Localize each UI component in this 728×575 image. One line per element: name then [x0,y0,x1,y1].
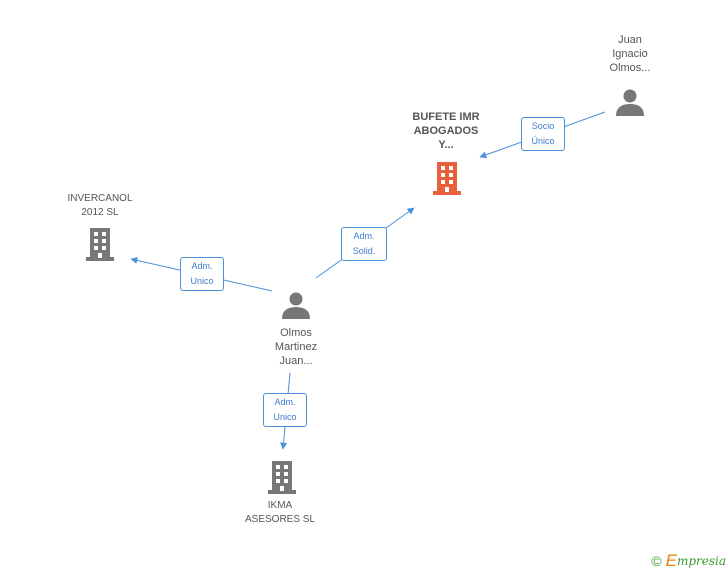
building-icon-ikma[interactable] [268,461,296,494]
brand-footer[interactable]: © E mpresia [651,551,726,571]
person-icon-juan-ignacio[interactable] [616,89,644,117]
edge-label-adm-unico-ikma: Adm. Unico [263,393,307,427]
edge-label-socio-unico: Socio Único [521,117,565,151]
empresia-logo-text: mpresia [676,554,726,568]
node-label-bufete[interactable]: BUFETE IMR ABOGADOS Y... [412,111,480,151]
node-label-juan-ignacio[interactable]: Juan Ignacio Olmos... [609,34,651,74]
copyright-icon: © [651,553,662,569]
node-label-ikma[interactable]: IKMA ASESORES SL [244,500,316,525]
node-label-olmos-martinez[interactable]: Olmos Martinez Juan... [274,327,318,367]
edge-label-adm-unico-invercanol: Adm. Unico [180,257,224,291]
node-label-invercanol[interactable]: INVERCANOL 2012 SL [67,193,133,218]
edge-label-adm-solid: Adm. Solid. [341,227,387,261]
building-icon-invercanol[interactable] [86,228,114,261]
empresia-logo-initial: E [665,551,677,570]
building-icon-bufete[interactable] [433,162,461,195]
person-icon-olmos-martinez[interactable] [282,292,310,320]
